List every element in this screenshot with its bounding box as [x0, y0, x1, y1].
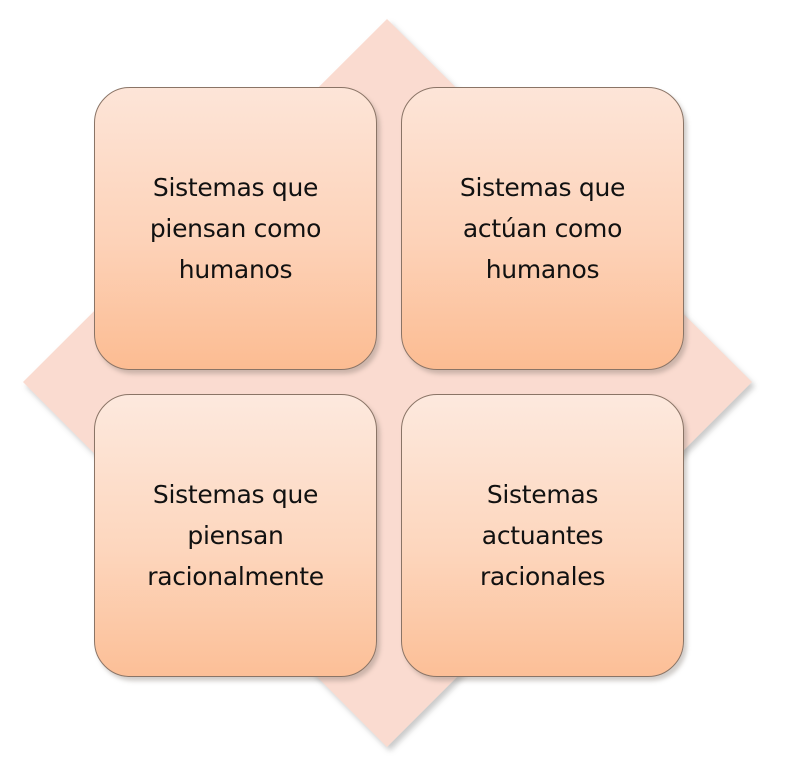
quadrant-think-like-humans: Sistemas que piensan como humanos — [94, 87, 377, 370]
label-line: piensan — [187, 521, 284, 550]
label-line: racionalmente — [147, 562, 324, 591]
quadrant-label: Sistemas que actúan como humanos — [460, 167, 625, 290]
quadrant-label: Sistemas que piensan racionalmente — [147, 474, 324, 597]
label-line: actúan como — [462, 214, 623, 243]
label-line: Sistemas que — [152, 480, 319, 509]
label-line: Sistemas que — [152, 173, 319, 202]
label-line: racionales — [479, 562, 606, 591]
quadrant-act-like-humans: Sistemas que actúan como humanos — [401, 87, 684, 370]
label-line: humanos — [178, 255, 293, 284]
label-line: actuantes — [481, 521, 604, 550]
quadrant-act-rationally: Sistemas actuantes racionales — [401, 394, 684, 677]
quadrant-label: Sistemas actuantes racionales — [480, 474, 605, 597]
quadrant-label: Sistemas que piensan como humanos — [149, 167, 322, 290]
label-line: piensan como — [149, 214, 322, 243]
label-line: Sistemas que — [459, 173, 626, 202]
quadrant-think-rationally: Sistemas que piensan racionalmente — [94, 394, 377, 677]
label-line: Sistemas — [486, 480, 599, 509]
label-line: humanos — [485, 255, 600, 284]
